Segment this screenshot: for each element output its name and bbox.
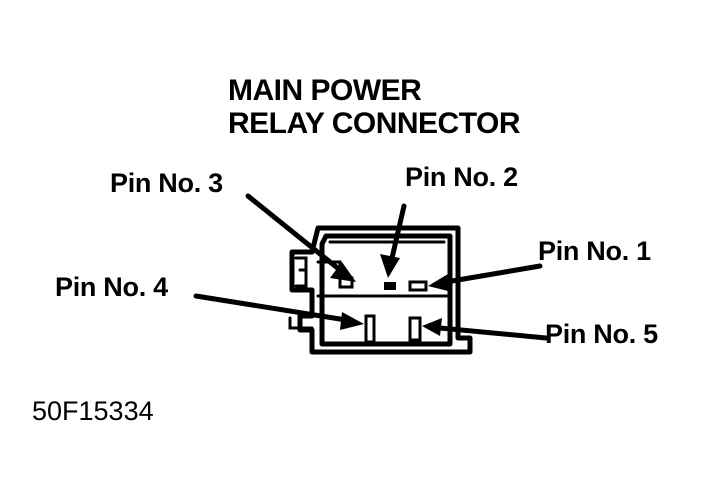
title-line-1: MAIN POWER bbox=[228, 74, 422, 107]
terminal-pins bbox=[338, 276, 428, 344]
terminal-pin-4 bbox=[364, 314, 376, 344]
terminal-pin-2 bbox=[384, 282, 396, 290]
title-line-2: RELAY CONNECTOR bbox=[228, 107, 521, 140]
terminal-pin-5 bbox=[408, 316, 422, 342]
pin-label-2: Pin No. 2 bbox=[405, 162, 518, 192]
pin-label-3: Pin No. 3 bbox=[110, 168, 223, 198]
terminal-pin-1 bbox=[408, 280, 428, 292]
leader-arrow-pin-3 bbox=[245, 193, 356, 282]
leader-arrow-pin-4 bbox=[193, 293, 364, 330]
leader-arrow-pin-2 bbox=[380, 203, 407, 278]
pin-label-4: Pin No. 4 bbox=[55, 272, 168, 302]
pin-label-1: Pin No. 1 bbox=[538, 236, 651, 266]
pin-label-5: Pin No. 5 bbox=[545, 319, 658, 349]
leader-arrow-pin-5 bbox=[422, 318, 549, 341]
figure-code: 50F15334 bbox=[32, 396, 154, 426]
leader-arrow-pin-1 bbox=[428, 263, 543, 292]
connector-body bbox=[288, 225, 473, 355]
